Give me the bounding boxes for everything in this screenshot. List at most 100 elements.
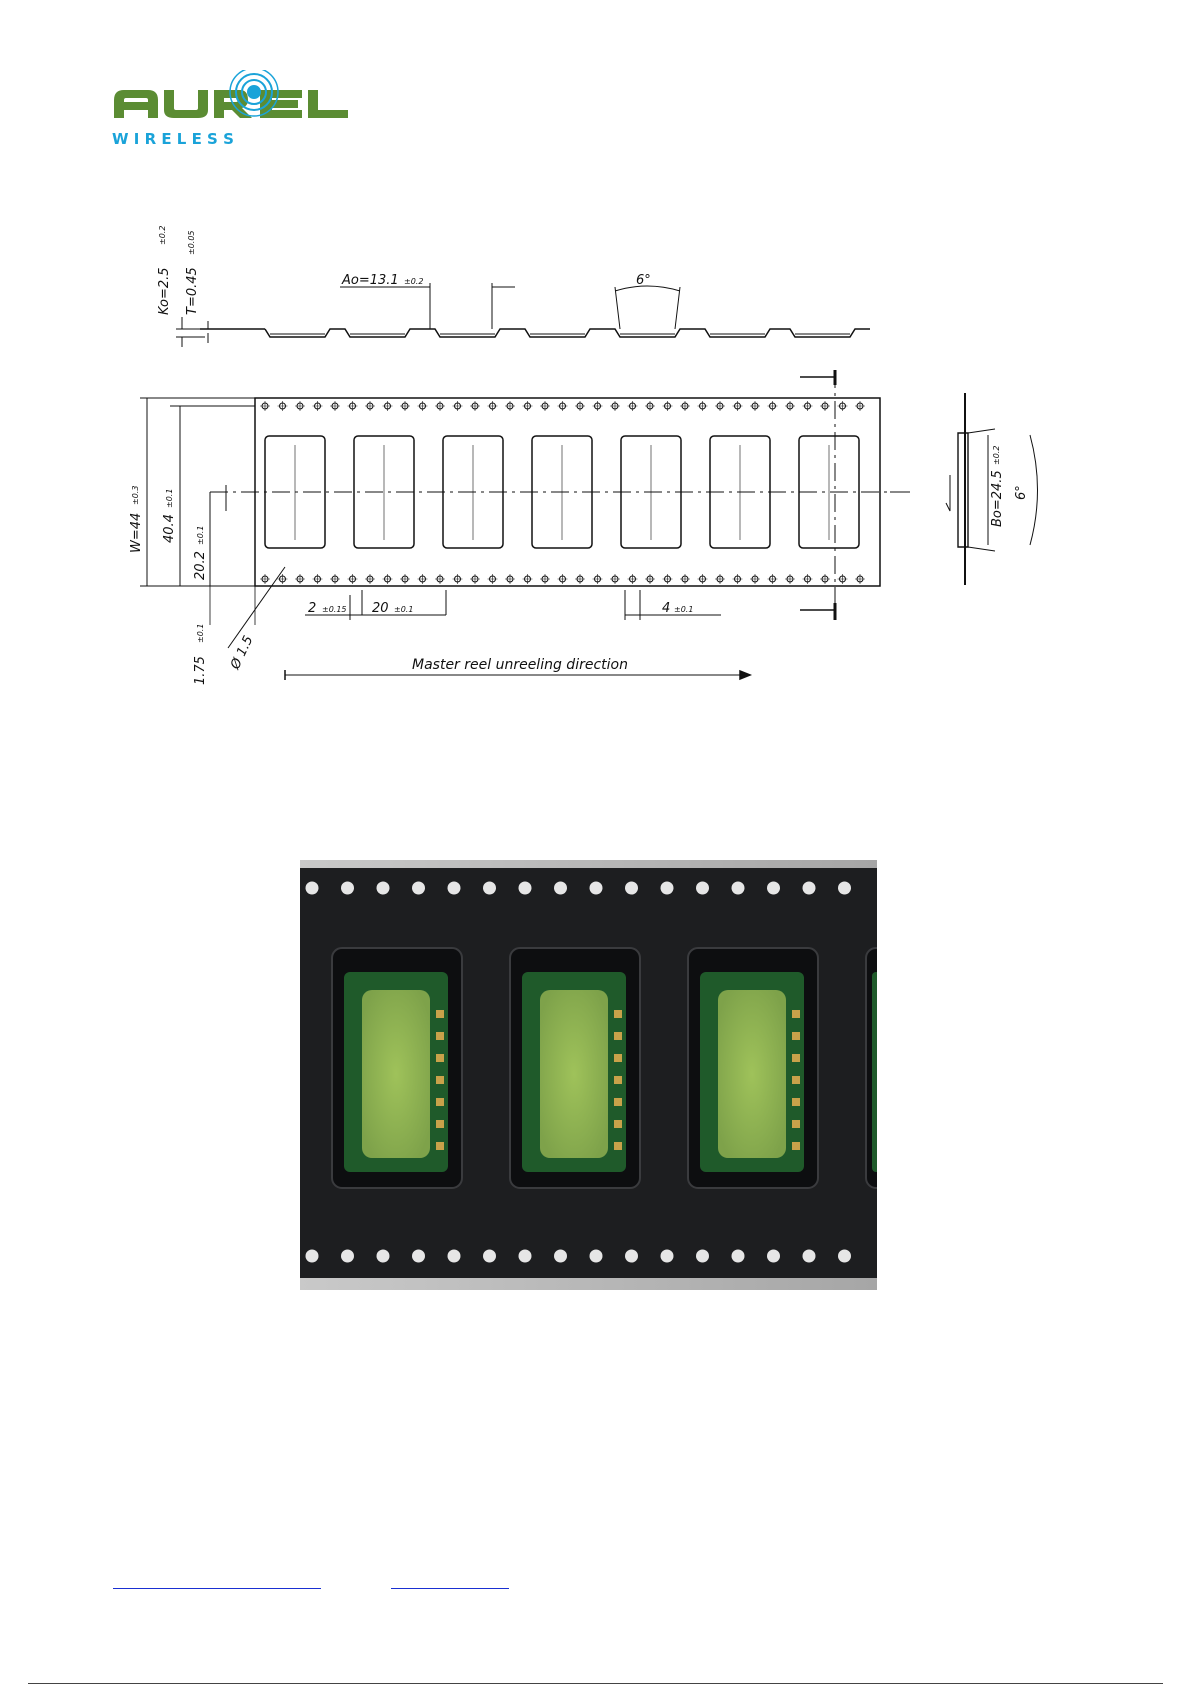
photo-sprocket-hole: [803, 882, 816, 895]
pitch4-tol: ±0.1: [674, 605, 693, 614]
photo-sprocket-hole: [661, 882, 674, 895]
side-angle-label: 6°: [1014, 485, 1029, 500]
module-shield: [718, 990, 786, 1158]
sprocket-hole-cross: [645, 574, 655, 584]
pcb-pad: [614, 1098, 622, 1106]
unreel-direction-label: Master reel unreeling direction: [412, 657, 628, 673]
photo-sprocket-hole: [838, 1250, 851, 1263]
d40-label: 40.4: [162, 514, 177, 543]
d20-label: 20.2: [193, 551, 208, 580]
pcb-pad: [614, 1076, 622, 1084]
pcb-pad: [614, 1120, 622, 1128]
sprocket-hole-cross: [383, 401, 393, 411]
sprocket-hole-cross: [768, 574, 778, 584]
sprocket-hole-cross: [365, 574, 375, 584]
pcb-pad: [436, 1120, 444, 1128]
pcb-pad: [614, 1032, 622, 1040]
sprocket-hole-cross: [820, 401, 830, 411]
photo-pockets: [332, 948, 877, 1188]
photo-sprocket-hole: [590, 1250, 603, 1263]
footer-link-email[interactable]: [391, 1572, 509, 1589]
sprocket-hole-cross: [435, 574, 445, 584]
sprocket-hole-cross: [715, 574, 725, 584]
photo-sprocket-hole: [590, 882, 603, 895]
sprocket-hole-cross: [348, 574, 358, 584]
pitch2-tol: ±0.15: [322, 605, 347, 614]
sprocket-holes-bottom: [260, 574, 865, 584]
sprocket-hole-cross: [838, 401, 848, 411]
sprocket-hole-cross: [663, 401, 673, 411]
sprocket-hole-cross: [505, 574, 515, 584]
sprocket-hole-cross: [715, 401, 725, 411]
sprocket-hole-cross: [365, 401, 375, 411]
pcb-pad: [792, 1120, 800, 1128]
sprocket-hole-cross: [488, 401, 498, 411]
sprocket-hole-cross: [803, 401, 813, 411]
photo-sprocket-hole: [838, 882, 851, 895]
pcb-pad: [792, 1010, 800, 1018]
sprocket-holes-top: [260, 401, 865, 411]
photo-sprocket-hole: [732, 882, 745, 895]
pcb-pad: [614, 1010, 622, 1018]
sprocket-hole-cross: [558, 401, 568, 411]
pitch20-tol: ±0.1: [394, 605, 413, 614]
sprocket-hole-cross: [838, 574, 848, 584]
pcb-pad: [436, 1054, 444, 1062]
photo-sprocket-hole: [803, 1250, 816, 1263]
photo-sprocket-hole: [377, 882, 390, 895]
sprocket-hole-cross: [820, 574, 830, 584]
page-bottom-rule: [28, 1683, 1163, 1684]
sprocket-hole-cross: [330, 574, 340, 584]
t-label: T=0.45: [185, 267, 200, 315]
sprocket-hole-cross: [488, 574, 498, 584]
sprocket-hole-cross: [610, 401, 620, 411]
sprocket-hole-cross: [313, 401, 323, 411]
pcb-pad: [614, 1142, 622, 1150]
photo-sprocket-hole: [554, 1250, 567, 1263]
pcb-pad: [614, 1054, 622, 1062]
photo-sprocket-hole: [767, 882, 780, 895]
sprocket-hole-cross: [628, 401, 638, 411]
sprocket-hole-cross: [418, 574, 428, 584]
sprocket-hole-cross: [645, 401, 655, 411]
sprocket-hole-cross: [418, 401, 428, 411]
sprocket-hole-cross: [628, 574, 638, 584]
photo-sprocket-hole: [732, 1250, 745, 1263]
sprocket-hole-cross: [768, 401, 778, 411]
photo-sprocket-hole: [519, 1250, 532, 1263]
pcb-pad: [792, 1142, 800, 1150]
sprocket-hole-cross: [750, 401, 760, 411]
sprocket-hole-cross: [295, 574, 305, 584]
sprocket-hole-cross: [750, 574, 760, 584]
photo-sprocket-hole: [341, 882, 354, 895]
sprocket-hole-cross: [733, 401, 743, 411]
sprocket-hole-cross: [593, 574, 603, 584]
sprocket-hole-cross: [593, 401, 603, 411]
sprocket-hole-cross: [680, 401, 690, 411]
pcb-pad: [436, 1098, 444, 1106]
sprocket-hole-cross: [330, 401, 340, 411]
footer-links: [113, 1572, 713, 1592]
logo-tagline: W I R E L E S S: [112, 130, 234, 148]
footer-link-website[interactable]: [113, 1572, 321, 1589]
sprocket-hole-cross: [348, 401, 358, 411]
sprocket-hole-cross: [453, 574, 463, 584]
sprocket-hole-cross: [400, 401, 410, 411]
photo-sprocket-hole: [306, 882, 319, 895]
sprocket-hole-cross: [558, 574, 568, 584]
module-shield: [362, 990, 430, 1158]
ao-label: Ao=13.1: [341, 273, 399, 288]
photo-sprocket-hole: [448, 882, 461, 895]
sprocket-hole-cross: [523, 401, 533, 411]
carrier-tape-drawing: Ko=2.5 ±0.2 T=0.45 ±0.05 Ao=13.1 ±0.2 6°…: [110, 225, 1110, 735]
sprocket-hole-cross: [383, 574, 393, 584]
sprocket-hole-cross: [260, 401, 270, 411]
pcb-pad: [792, 1032, 800, 1040]
sprocket-hole-cross: [855, 574, 865, 584]
sprocket-hole-cross: [435, 401, 445, 411]
bo-label: Bo=24.5: [990, 470, 1005, 527]
photo-sprocket-hole: [696, 882, 709, 895]
sprocket-hole-cross: [610, 574, 620, 584]
sprocket-hole-cross: [785, 574, 795, 584]
photo-sprocket-hole: [661, 1250, 674, 1263]
